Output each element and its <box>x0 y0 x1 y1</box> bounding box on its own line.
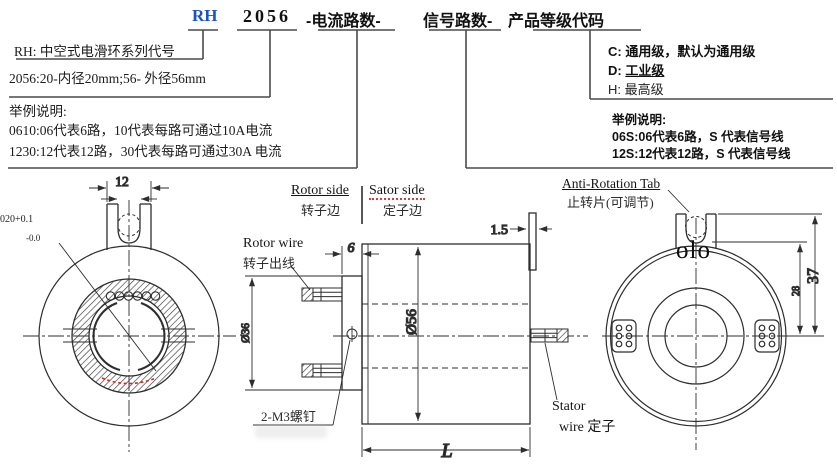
side-view-drawing: Ø36 6 1.5 Ø56 L <box>239 186 588 463</box>
anti-rotation-tab-label-cn: 止转片(可调节) <box>567 195 654 210</box>
grade-d-text: 工业级 <box>625 63 665 78</box>
dim-center-to-tab: 37 <box>805 268 822 284</box>
model-grade-slot: 产品等级代码 <box>508 13 605 30</box>
size-note: 2056:20-内径20mm;56- 外径56mm <box>9 71 206 86</box>
signal-example-2: 12S:12代表12路，S 代表信号线 <box>612 147 791 161</box>
grade-level-h: H: 最高级 <box>608 82 664 97</box>
faint-watermark <box>255 425 327 438</box>
series-note: RH: 中空式电滑环系列代号 <box>14 44 175 59</box>
red-seam-marks <box>101 377 157 385</box>
signal-example-head: 举例说明: <box>612 113 667 127</box>
signal-example-1: 06S:06代表6路，S 代表信号线 <box>612 130 784 144</box>
front-tab <box>106 203 152 250</box>
model-current-slot: -电流路数- <box>306 13 381 30</box>
front-view-drawing: 12 <box>23 173 236 452</box>
rotor-side-label-en: Rotor side <box>291 183 349 198</box>
dim-body-od: Ø56 <box>404 309 420 335</box>
bore-tolerance: -0.0 <box>26 233 41 243</box>
screw-note-label: 2-M3螺钉 <box>261 409 316 424</box>
stator-wire-label-l1: Stator <box>552 399 586 414</box>
dim-flange-width: 6 <box>348 241 355 256</box>
dim-center-to-rim: 28 <box>791 286 802 296</box>
model-signal-slot: 信号路数- <box>423 13 493 30</box>
current-example-1: 0610:06代表6路，10代表每路可通过10A电流 <box>9 123 273 138</box>
brush-contact-circles <box>105 291 161 301</box>
current-example-2: 1230:12代表12路，30代表每路可通过30A 电流 <box>9 144 282 159</box>
model-size-code: 2056 <box>243 6 291 26</box>
dim-flange-od: Ø36 <box>240 323 252 343</box>
dim-tab-plate: 1.5 <box>491 223 509 238</box>
connector-blocks <box>611 319 780 353</box>
stator-side-label-cn: 定子边 <box>383 203 423 218</box>
rotor-wire-label-cn: 转子出线 <box>243 256 296 271</box>
tab-slot-mark: olo <box>676 237 711 264</box>
model-series-code: RH <box>192 6 218 25</box>
grade-level-d: D: 工业级 <box>608 60 664 79</box>
grade-d-prefix: D: <box>608 63 626 78</box>
rear-view-drawing: 37 28 <box>602 189 824 450</box>
rotor-wire-label-en: Rotor wire <box>243 236 304 251</box>
stator-wire-bundle <box>530 328 569 343</box>
rotor-wire-bundles <box>301 287 343 378</box>
code-connector-lines <box>8 29 833 169</box>
dim-tab-width: 12 <box>115 174 129 189</box>
stator-side-label-en: Sator side <box>369 183 425 200</box>
rotor-side-label-cn: 转子边 <box>301 203 341 218</box>
grade-level-c: C: 通用级，默认为通用级 <box>608 44 756 59</box>
stator-wire-label-l2: wire 定子 <box>559 420 616 435</box>
bore-dimension: 020+0.1 <box>0 214 34 225</box>
current-example-head: 举例说明: <box>9 104 67 119</box>
dim-length: L <box>440 440 452 462</box>
anti-rotation-tab-label-en: Anti-Rotation Tab <box>562 176 661 191</box>
